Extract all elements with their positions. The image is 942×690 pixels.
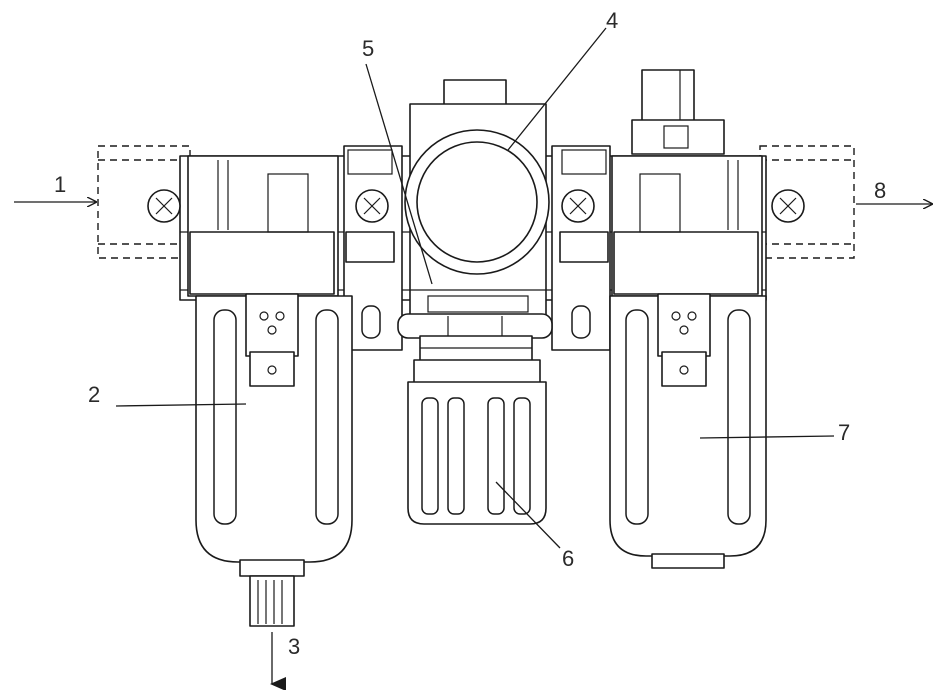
filter-head [187,155,339,297]
lubricator-head [611,155,763,297]
screw-2 [355,189,389,223]
pressure-gauge [404,129,550,275]
leader-line-7 [699,435,835,439]
drain-valve [239,559,305,627]
label-adjust-knob: 6 [562,546,574,571]
label-drain: 3 [288,634,300,659]
leader-line-5 [365,63,433,285]
label-outlet: 8 [874,178,886,203]
oil-adjust-screw [631,69,725,155]
label-pressure-gauge: 4 [606,8,618,33]
outlet-fitting [759,145,855,259]
label-filter-bowl: 2 [88,382,100,407]
adjust-knob [407,359,547,525]
label-lubricator-bowl: 7 [838,420,850,445]
lubricator-bowl [609,293,767,569]
left-connector [343,145,403,351]
screw-4 [771,189,805,223]
lock-nut [397,313,553,363]
label-inlet: 1 [54,172,66,197]
screw-1 [147,189,181,223]
leader-line-2 [115,403,247,407]
screw-3 [561,189,595,223]
right-connector [551,145,611,351]
leader-line-4 [507,27,607,151]
leader-line-6 [495,481,561,549]
filter-bowl [195,293,353,563]
label-regulator-body: 5 [362,36,374,61]
